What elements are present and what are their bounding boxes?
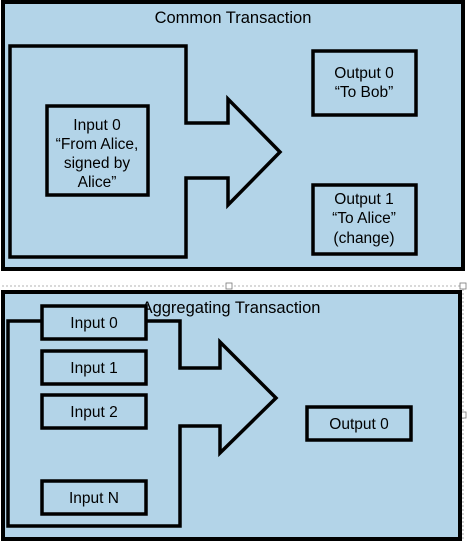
output-box [305,405,413,442]
input-0-signer: Alice” [78,174,117,191]
panel-title: Common Transaction [155,9,312,27]
output-1-recipient: “To Alice” [332,210,396,227]
input-box [45,104,150,197]
output-0-label: Output 0 [334,65,394,82]
output-box [311,49,418,117]
input-box [40,393,148,430]
selection-handle [459,282,467,290]
input-box [40,304,148,341]
output-0-label: Output 0 [329,416,389,433]
input-n-label: Input N [69,490,119,507]
input-2-label: Input 2 [70,404,117,421]
input-0-source: “From Alice, [56,136,139,153]
input-1-label: Input 1 [70,360,117,377]
selection-frame [2,282,467,540]
selection-handle [225,282,233,290]
aggregating-transaction-panel: Aggregating Transaction Input 0 Input 1 … [1,290,462,541]
input-box [40,479,148,516]
output-1-label: Output 1 [334,191,393,208]
input-0-signed: signed by [64,155,131,172]
input-0-label: Input 0 [70,315,118,332]
output-box [311,183,418,256]
output-0-recipient: “To Bob” [335,84,394,101]
common-transaction-panel: Common Transaction Input 0 “From Alice, … [1,0,465,271]
panel-title: Aggregating Transaction [142,299,321,317]
input-box [40,349,148,386]
output-1-note: (change) [333,230,394,247]
input-0-label: Input 0 [73,117,121,134]
